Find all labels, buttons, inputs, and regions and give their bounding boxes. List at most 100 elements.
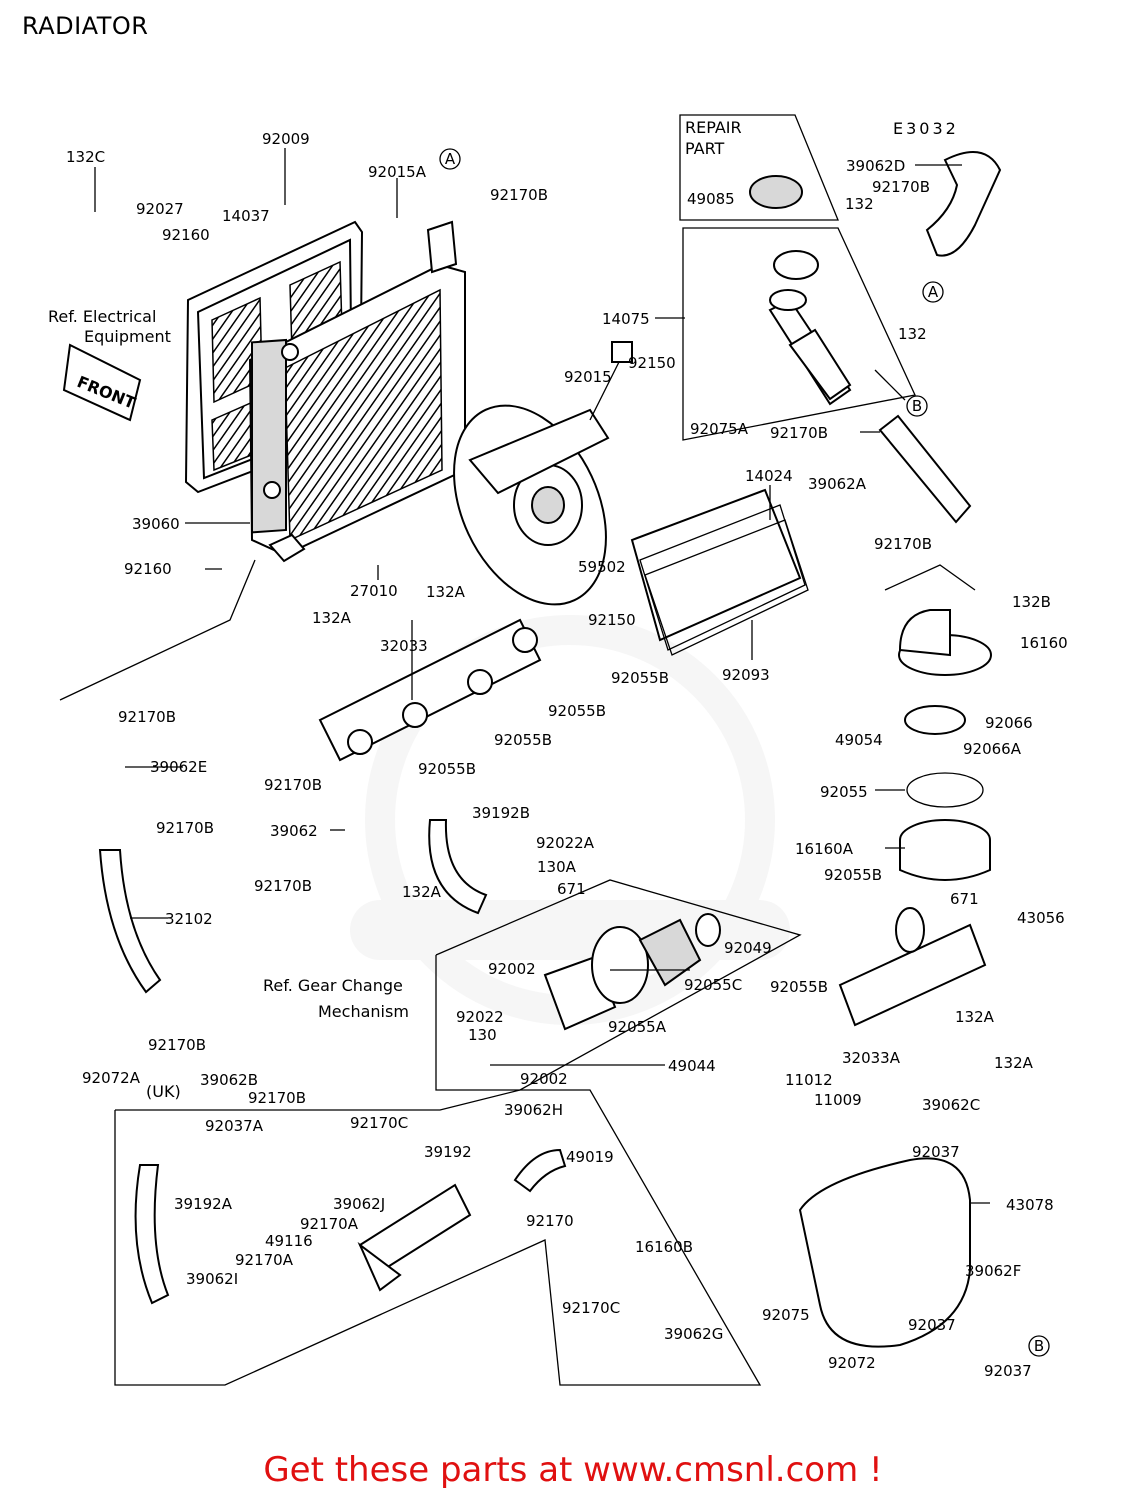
repair-part-line1: REPAIR xyxy=(685,118,742,137)
hose-39192B xyxy=(428,819,488,915)
part-label: 32102 xyxy=(165,910,213,928)
part-label: 92015A xyxy=(368,163,427,181)
part-label: 39192 xyxy=(424,1143,472,1161)
repair-part-line2: PART xyxy=(685,139,725,158)
part-label: 92037A xyxy=(205,1117,264,1135)
part-label: 92160 xyxy=(124,560,172,578)
water-pump-group-outline xyxy=(435,879,802,1091)
uk-hose-39192A xyxy=(134,1164,170,1305)
part-label: 92170B xyxy=(264,776,322,794)
filler-neck xyxy=(768,250,852,406)
part-label: 130A xyxy=(537,858,577,876)
front-arrow: FRONT xyxy=(62,343,142,422)
part-label: 16160A xyxy=(795,840,854,858)
thermostat-housing xyxy=(898,609,992,881)
part-label: 92055 xyxy=(820,783,868,801)
svg-text:A: A xyxy=(445,150,456,168)
part-label: 671 xyxy=(557,880,586,898)
part-label: 132A xyxy=(402,883,442,901)
part-label: 92027 xyxy=(136,200,184,218)
part-label: 92093 xyxy=(722,666,770,684)
part-label: 39062I xyxy=(186,1270,238,1288)
part-label: 130 xyxy=(468,1026,497,1044)
part-label: 92055B xyxy=(770,978,828,996)
note-ref-gear: Ref. Gear Change xyxy=(263,976,403,995)
repair-part-number: 49085 xyxy=(687,190,735,208)
part-label: 92066 xyxy=(985,714,1033,732)
part-label: 39062 xyxy=(270,822,318,840)
part-label: 27010 xyxy=(350,582,398,600)
part-label: 92002 xyxy=(520,1070,568,1088)
part-label: 92072 xyxy=(828,1354,876,1372)
part-label: 92002 xyxy=(488,960,536,978)
hose-32102 xyxy=(98,849,162,994)
part-label: 11009 xyxy=(814,1091,862,1109)
diagram-code: E3032 xyxy=(893,119,959,138)
part-label: 132 xyxy=(845,195,874,213)
part-label: 92055B xyxy=(418,760,476,778)
svg-text:A: A xyxy=(928,283,939,301)
uk-pipe-39192 xyxy=(357,1183,472,1292)
part-label: 39062G xyxy=(664,1325,723,1343)
part-label: 92170B xyxy=(874,535,932,553)
part-label: 92170B xyxy=(770,424,828,442)
part-label: 92072A xyxy=(82,1069,141,1087)
part-label: 39062F xyxy=(965,1262,1021,1280)
part-label: 92170C xyxy=(562,1299,620,1317)
part-label: 49054 xyxy=(835,731,883,749)
part-label: 39062E xyxy=(150,758,207,776)
part-label: 92037 xyxy=(984,1362,1032,1380)
part-label: 49116 xyxy=(265,1232,313,1250)
cooling-fan xyxy=(453,341,633,606)
left-hose-group-outline xyxy=(59,559,256,701)
part-labels: 132C 92009 92015A 92170B 92027 14037 921… xyxy=(66,130,1068,1380)
note-uk: (UK) xyxy=(146,1082,181,1101)
part-label: 92055B xyxy=(611,669,669,687)
part-label: 132A xyxy=(312,609,352,627)
uk-group-outline xyxy=(114,1089,762,1386)
part-label: 14075 xyxy=(602,310,650,328)
callout-marker-a-top: A xyxy=(439,148,461,170)
part-label: 16160B xyxy=(635,1238,693,1256)
part-label: 59502 xyxy=(578,558,626,576)
part-label: 92055A xyxy=(608,1018,667,1036)
callout-marker-a-right: A xyxy=(922,281,944,303)
part-label: 39192B xyxy=(472,804,530,822)
part-label: 92037 xyxy=(908,1316,956,1334)
part-label: 92015 xyxy=(564,368,612,386)
part-label: 32033 xyxy=(380,637,428,655)
reservoir-tank-small xyxy=(630,488,809,656)
footer-call-to-action[interactable]: Get these parts at www.cmsnl.com ! xyxy=(263,1450,883,1490)
part-label: 92170A xyxy=(235,1251,294,1269)
part-label: 92049 xyxy=(724,939,772,957)
thermostat-group-outline xyxy=(884,564,976,591)
part-label: 92066A xyxy=(963,740,1022,758)
part-label: 671 xyxy=(950,890,979,908)
part-label: 92075 xyxy=(762,1306,810,1324)
part-label: 92150 xyxy=(628,354,676,372)
part-label: 92150 xyxy=(588,611,636,629)
uk-hose-39062H xyxy=(513,1148,567,1193)
part-label: 92037 xyxy=(912,1143,960,1161)
part-label: 92170B xyxy=(490,186,548,204)
part-label: 92170 xyxy=(526,1212,574,1230)
part-label: 39060 xyxy=(132,515,180,533)
part-label: 132A xyxy=(955,1008,995,1026)
part-label: 132B xyxy=(1012,593,1051,611)
part-label: 92022A xyxy=(536,834,595,852)
water-pipe-right xyxy=(838,907,987,1027)
radiator-cap-repair-part xyxy=(749,175,803,209)
part-label: 39062A xyxy=(808,475,867,493)
svg-text:B: B xyxy=(1034,1337,1044,1355)
water-pipe-left xyxy=(318,618,542,762)
part-label: 92160 xyxy=(162,226,210,244)
note-ref-gear-2: Mechanism xyxy=(318,1002,409,1021)
part-label: 132A xyxy=(994,1054,1034,1072)
part-label: 92055B xyxy=(548,702,606,720)
reserve-tank-43078 xyxy=(798,1157,971,1348)
note-ref-electrical-2: Equipment xyxy=(84,327,171,346)
part-label: 43056 xyxy=(1017,909,1065,927)
part-label: 92170B xyxy=(156,819,214,837)
part-label: 92022 xyxy=(456,1008,504,1026)
part-label: 39062B xyxy=(200,1071,258,1089)
